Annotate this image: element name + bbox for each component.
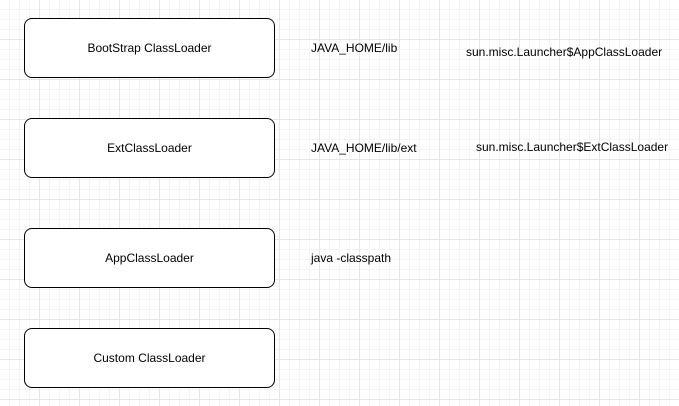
- ext-classloader-box[interactable]: ExtClassLoader: [24, 118, 275, 178]
- bootstrap-classloader-box[interactable]: BootStrap ClassLoader: [24, 18, 275, 78]
- ext-impl-class-label[interactable]: sun.misc.Launcher$ExtClassLoader: [476, 140, 669, 154]
- bootstrap-path-label[interactable]: JAVA_HOME/lib: [311, 41, 398, 55]
- bootstrap-classloader-label: BootStrap ClassLoader: [87, 41, 212, 55]
- ext-path-label[interactable]: JAVA_HOME/lib/ext: [311, 141, 417, 155]
- app-path-label[interactable]: java -classpath: [311, 251, 392, 265]
- app-impl-class-label[interactable]: sun.misc.Launcher$AppClassLoader: [466, 45, 663, 59]
- app-classloader-label: AppClassLoader: [105, 251, 194, 265]
- custom-classloader-box[interactable]: Custom ClassLoader: [24, 328, 275, 388]
- ext-classloader-label: ExtClassLoader: [107, 141, 192, 155]
- custom-classloader-label: Custom ClassLoader: [93, 351, 206, 365]
- app-classloader-box[interactable]: AppClassLoader: [24, 228, 275, 288]
